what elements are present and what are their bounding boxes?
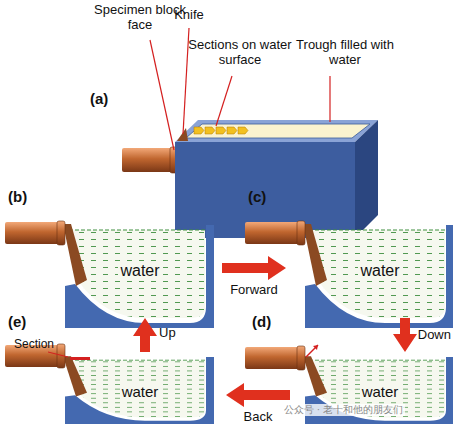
cut-mark bbox=[306, 345, 318, 357]
step-label: Back bbox=[244, 410, 273, 425]
knife bbox=[177, 128, 188, 141]
watermark: 公众号 · 老十和他的朋友们 bbox=[282, 404, 405, 416]
panel-e bbox=[63, 356, 214, 424]
panel-letter: (c) bbox=[248, 188, 266, 205]
step-label: Down bbox=[418, 328, 451, 343]
part-label: Section bbox=[14, 338, 54, 352]
panel-letter: (a) bbox=[90, 90, 108, 107]
specimen-holder bbox=[122, 148, 172, 172]
panel-b bbox=[5, 221, 214, 328]
panel-letter: (b) bbox=[8, 188, 27, 205]
water-label: water bbox=[358, 262, 401, 280]
part-label: Knife bbox=[174, 8, 204, 23]
leader-line bbox=[48, 352, 68, 357]
step-label: Forward bbox=[230, 283, 278, 298]
water-label: water bbox=[118, 262, 161, 280]
trough-top bbox=[175, 120, 378, 142]
sections bbox=[194, 127, 248, 134]
section-piece bbox=[70, 357, 90, 360]
part-label: Trough filled with water bbox=[290, 38, 400, 68]
step-arrows bbox=[133, 256, 417, 407]
water-label: water bbox=[360, 383, 401, 400]
part-label: Sections on water surface bbox=[184, 38, 296, 68]
water-label: water bbox=[120, 383, 161, 400]
water-surface bbox=[186, 124, 370, 138]
panel-letter: (e) bbox=[8, 313, 26, 330]
step-label: Up bbox=[159, 326, 176, 341]
panel-letter: (d) bbox=[252, 313, 271, 330]
